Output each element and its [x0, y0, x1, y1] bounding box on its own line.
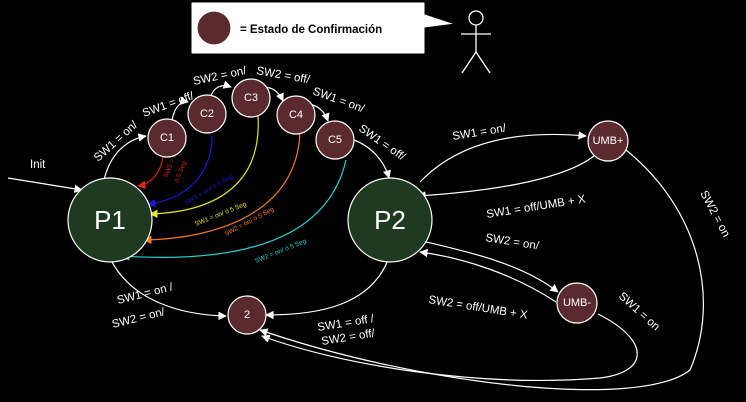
edge-p2-umbp — [419, 131, 587, 183]
label-umbp-2: SW2 = on — [697, 189, 731, 240]
label-p2-umbm: SW2 = on/ — [485, 232, 541, 252]
svg-text:UMB-: UMB- — [563, 297, 591, 309]
edge-umbm-2 — [261, 313, 638, 381]
node-p1-label: P1 — [94, 205, 126, 235]
legend-text: = Estado de Confirmación — [240, 24, 382, 36]
label-init: Init — [30, 159, 46, 171]
label-back-c2: SW1 = on/ ó 5 Seg — [184, 173, 235, 207]
node-c3[interactable]: C3 — [231, 78, 271, 118]
label-back-c5: SW2 = on/ ó 5 Seg — [254, 238, 308, 265]
legend-callout: = Estado de Confirmación — [190, 1, 456, 55]
node-p2-label: P2 — [374, 205, 406, 235]
label-back-c1-b: ó 5 Seg — [173, 160, 188, 184]
edge-p2-2 — [265, 259, 389, 320]
node-c5[interactable]: C5 — [315, 120, 355, 160]
svg-text:2: 2 — [244, 309, 250, 321]
edge-c4-p1 — [143, 127, 301, 245]
label-umbp-p2: SW1 = off/UMB + X — [486, 193, 587, 221]
node-p1[interactable]: P1 — [67, 177, 153, 263]
edge-umbp-p2 — [417, 155, 595, 200]
edge-c5-p2 — [350, 138, 392, 179]
edge-c1-c2 — [171, 96, 189, 121]
edge-c3-p1 — [149, 115, 259, 218]
edge-c5-p1 — [121, 159, 347, 261]
edge-p1-2 — [109, 257, 227, 321]
node-c2[interactable]: C2 — [187, 94, 227, 134]
svg-text:UMB+: UMB+ — [593, 135, 624, 147]
svg-text:C1: C1 — [160, 132, 174, 144]
node-c1[interactable]: C1 — [147, 118, 187, 158]
node-p2[interactable]: P2 — [347, 177, 433, 263]
edge-umbm-p2 — [419, 248, 557, 303]
node-umb-plus[interactable]: UMB+ — [587, 120, 629, 162]
edge-umbp-2 — [259, 149, 704, 391]
edge-c1-p1 — [137, 156, 164, 189]
node-c4[interactable]: C4 — [276, 95, 316, 135]
actor-icon — [461, 10, 491, 74]
label-p1-c1: SW1 = on/ — [92, 119, 141, 165]
label-p1-2-b: SW2 = on/ — [111, 306, 167, 331]
svg-text:C2: C2 — [200, 108, 214, 120]
label-p1-2-a: SW1 = on / — [116, 281, 175, 307]
label-umbm-p2: SW2 = off/UMB + X — [428, 294, 529, 322]
legend-state-icon — [196, 10, 232, 46]
svg-text:C3: C3 — [244, 92, 258, 104]
svg-text:C4: C4 — [289, 109, 303, 121]
svg-text:C5: C5 — [328, 134, 342, 146]
label-umbm-2: SW1 = on — [616, 290, 662, 333]
init-arrow — [7, 177, 83, 193]
node-2[interactable]: 2 — [227, 295, 267, 335]
edge-c2-p1 — [147, 135, 213, 208]
label-c4-c5: SW1 = on/ — [311, 86, 367, 116]
edge-p2-umbm — [417, 239, 559, 293]
edge-p1-c1 — [103, 133, 147, 181]
label-c5-p2: SW1 = off/ — [356, 123, 408, 164]
node-umb-minus[interactable]: UMB- — [556, 282, 598, 324]
